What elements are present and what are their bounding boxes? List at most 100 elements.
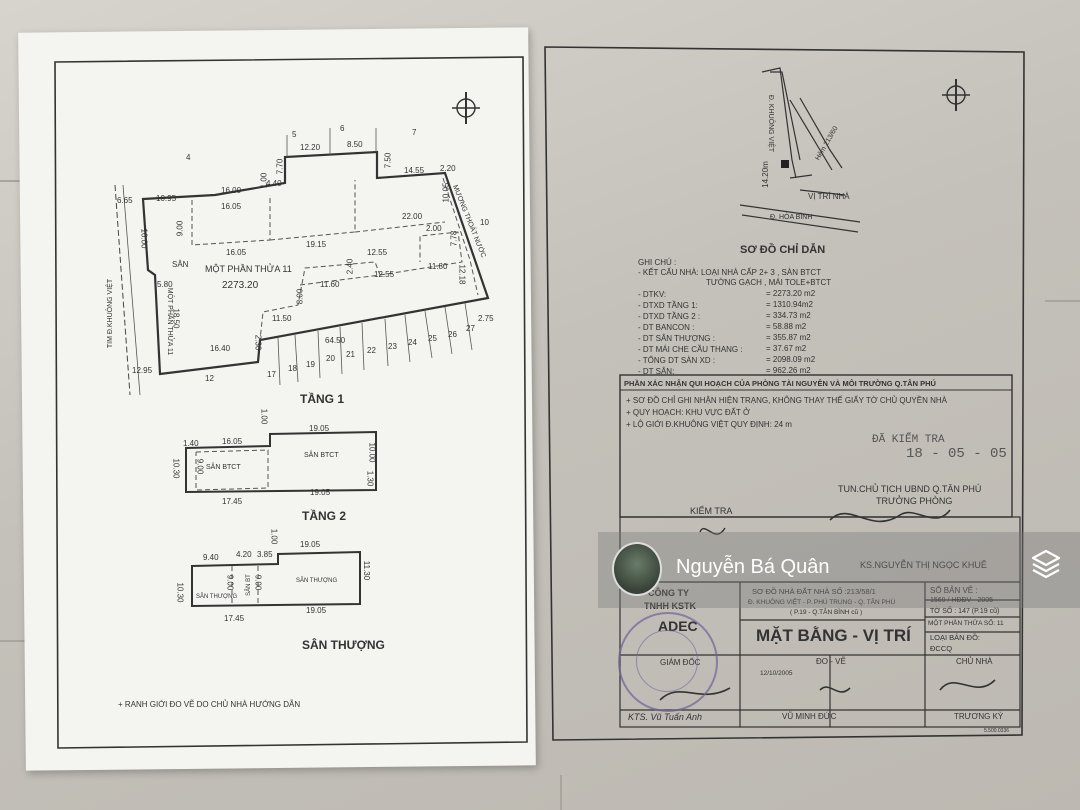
tile-seam (1045, 300, 1080, 302)
neighbor-label: 20 (326, 354, 335, 363)
area-label: - DTXD TẦNG 1: (638, 301, 698, 310)
left-frame (54, 56, 528, 749)
locator-road-label: Đ. KHUÔNG VIỆT (767, 94, 775, 153)
dimension: 16.00 (139, 228, 149, 249)
room-outline (354, 221, 446, 233)
parcel-no: MỘT PHẦN THỬA SỐ: 11 (928, 620, 1004, 627)
area-label: - DT SÂN: (638, 367, 675, 376)
draw-date: 12/10/2005 (760, 670, 793, 677)
dimension: 11.80 (428, 262, 448, 271)
dimension: 64.50 (325, 336, 346, 345)
room-label: SÂN BTCT (304, 452, 339, 459)
lot-label: MỘT PHẦN THỬA 11 (205, 264, 292, 274)
map-sheet: TỜ SỐ : 147 (P.19 cũ) (930, 608, 1000, 615)
dimension: 1.30 (365, 470, 375, 487)
neighbor-label: 19 (306, 360, 315, 369)
area-value: = 2273.20 m2 (766, 289, 816, 298)
tile-seam (0, 640, 25, 642)
dimension: 12.20 (300, 143, 321, 152)
area-value: = 2098.09 m2 (766, 355, 816, 364)
neighbor-label: 25 (428, 334, 437, 343)
confirm-header: PHẦN XÁC NHẬN QUI HOẠCH CỦA PHÒNG TÀI NG… (624, 379, 936, 388)
terrace-title: SÂN THƯỢNG (302, 638, 385, 652)
floor2-outline (185, 430, 377, 494)
north-arrow-icon (452, 92, 480, 124)
address-line: ( P.19 - Q.TÂN BÌNH cũ ) (790, 609, 863, 616)
locator-distance: 14.20m (760, 161, 770, 188)
structure-line: - KẾT CẤU NHÀ: LOẠI NHÀ CẤP 2+ 3 , SÀN B… (638, 268, 822, 277)
company-line: TNHH KSTK (644, 601, 696, 611)
sheet-no: 1569 / HĐĐV - 2005 (930, 597, 994, 604)
ground-floor-outline (141, 150, 490, 376)
room-outline (379, 231, 463, 276)
area-value: = 962.26 m2 (766, 366, 811, 375)
surveyor-name: VŨ MINH ĐỨC (782, 712, 837, 721)
dimension: 2.30 (253, 334, 263, 351)
watermark-name: Nguyễn Bá Quân (676, 556, 830, 578)
watermark-banner (598, 532, 1080, 608)
dimension: 5.80 (157, 280, 173, 289)
checked-date: 18 - 05 - 05 (906, 446, 1007, 462)
notes-header: GHI CHÚ : (638, 258, 677, 267)
neighbor-label: 23 (388, 342, 397, 351)
corner-code: 5.500.0336 (984, 728, 1010, 734)
locator-title: SƠ ĐỒ CHỈ DẪN (740, 244, 826, 256)
dimension: 16.05 (226, 248, 247, 257)
title-block (619, 516, 1021, 728)
dimension: 22.00 (402, 212, 423, 221)
drawing-title: SƠ ĐỒ NHÀ ĐẤT NHÀ SỐ :213/58/1 (752, 587, 876, 596)
neighbor-label: 10 (480, 218, 489, 227)
neighbor-lot-label: MỘT PHẦN THỬA 11 (166, 287, 174, 356)
company-line: CÔNG TY (648, 588, 690, 598)
column-label: CHỦ NHÀ (956, 657, 993, 666)
address-line: Đ. KHUÔNG VIỆT - P. PHÚ TRUNG - Q. TÂN P… (748, 599, 896, 606)
owner-name: TRƯƠNG KỲ (954, 712, 1004, 721)
dimension: 8.50 (347, 140, 363, 149)
area-label: - TỔNG DT SÀN XD : (638, 356, 716, 365)
room-label: SÂN THƯỢNG (296, 578, 338, 584)
tile-seam (0, 180, 25, 182)
stack-logo-icon (1031, 549, 1061, 579)
area-label: - DTKV: (638, 290, 667, 299)
north-arrow-icon (942, 79, 970, 111)
signature (939, 679, 996, 691)
dimension: 11.50 (272, 314, 292, 323)
footnote: + RANH GIỚI ĐO VẼ DO CHỦ NHÀ HƯỚNG DẪN (118, 700, 301, 709)
neighbor-dividers (277, 128, 473, 386)
terrace-outline (191, 550, 361, 608)
ditch-line (442, 177, 479, 296)
dimension: 7.70 (275, 158, 285, 175)
signature (699, 527, 726, 535)
dimension: 12.18 (457, 264, 467, 285)
dimension: 1.40 (183, 439, 199, 448)
neighbor-label: 18 (288, 364, 297, 373)
dimension: 7.78 (449, 230, 459, 247)
company-seal-inner (636, 630, 698, 692)
neighbor-label: 12 (205, 374, 214, 383)
neighbor-label: 17 (267, 370, 276, 379)
area-value: = 355.87 m2 (766, 333, 811, 342)
neighbor-label: 24 (408, 338, 417, 347)
dimension: 12.55 (374, 270, 395, 279)
map-type: ĐCCQ (930, 644, 953, 653)
dimension: 2.40 (345, 258, 355, 275)
column-label: ĐO - VẼ (816, 657, 846, 666)
dimension: 1.00 (269, 528, 279, 545)
dimension: 10.00 (367, 442, 377, 463)
room-label: SÂN THƯỢNG (196, 594, 238, 600)
road-centerline (114, 184, 131, 396)
area-value: = 37.67 m2 (766, 344, 807, 353)
neighbor-label: 26 (448, 330, 457, 339)
locator-road-label: Đ. HÒA BÌNH (770, 214, 813, 221)
sheet-no-label: SỐ BẢN VẼ : (930, 586, 978, 595)
dimension: 10.95 (156, 194, 177, 203)
dimension: 1.00 (259, 408, 269, 425)
locator-map (739, 67, 861, 233)
confirm-line: + LỘ GIỚI Đ.KHUÔNG VIỆT QUY ĐỊNH: 24 m (626, 420, 792, 429)
house-marker (781, 160, 789, 168)
dimension: 16.05 (221, 202, 242, 211)
tile-seam (560, 775, 562, 810)
dimension: 9.00 (225, 574, 235, 591)
dimension: 9.00 (175, 220, 185, 237)
